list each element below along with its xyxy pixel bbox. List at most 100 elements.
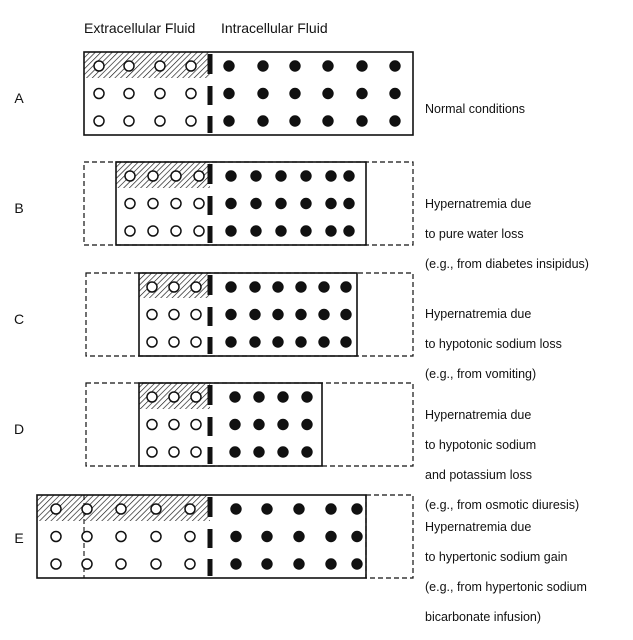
extracellular-particle	[193, 197, 205, 210]
extracellular-particle	[190, 418, 202, 431]
extracellular-particle	[123, 87, 135, 100]
description-line: bicarbonate infusion)	[425, 610, 542, 624]
description-line: to pure water loss	[425, 227, 524, 241]
intracellular-particle	[325, 170, 337, 182]
intracellular-particle	[225, 170, 237, 182]
extracellular-particle	[93, 115, 105, 127]
intracellular-particle	[293, 530, 305, 543]
intracellular-particle	[325, 530, 337, 543]
intracellular-particle	[322, 60, 334, 72]
intracellular-particle	[356, 87, 368, 100]
description-line: (e.g., from vomiting)	[425, 367, 537, 381]
intracellular-particle	[253, 418, 265, 431]
extracellular-particle	[184, 530, 196, 543]
intracellular-particle	[257, 60, 269, 72]
extracellular-particle	[50, 530, 62, 543]
extracellular-particle	[168, 418, 180, 431]
intracellular-particle	[272, 308, 284, 321]
intracellular-particle	[225, 197, 237, 210]
intracellular-particle	[289, 115, 301, 127]
intracellular-particle	[277, 418, 289, 431]
extracellular-particle	[146, 308, 158, 321]
intracellular-particle	[223, 115, 235, 127]
compartment-diagrams	[36, 51, 414, 579]
intracellular-particle	[225, 225, 237, 237]
intracellular-particle	[295, 308, 307, 321]
extracellular-particle	[115, 503, 127, 515]
intracellular-particle	[301, 418, 313, 431]
description-line: Hypernatremia due	[425, 520, 532, 534]
intracellular-particle	[293, 558, 305, 570]
description-line: to hypotonic sodium loss	[425, 337, 562, 351]
intracellular-particle	[230, 503, 242, 515]
extracellular-particle	[93, 87, 105, 100]
intracellular-particle	[295, 281, 307, 293]
intracellular-particle	[301, 446, 313, 458]
description-b: Hypernatremia due to pure water loss (e.…	[425, 182, 589, 287]
intracellular-particle	[250, 197, 262, 210]
intracellular-particle	[318, 308, 330, 321]
extracellular-particle	[170, 225, 182, 237]
extracellular-particle	[146, 418, 158, 431]
extracellular-particle	[124, 197, 136, 210]
extracellular-particle	[168, 308, 180, 321]
intracellular-particle	[225, 308, 237, 321]
description-line: Hypernatremia due	[425, 408, 532, 422]
extracellular-particle	[193, 170, 205, 182]
intracellular-particle	[230, 530, 242, 543]
extracellular-particle	[147, 197, 159, 210]
intracellular-particle	[318, 336, 330, 348]
intracellular-particle	[300, 197, 312, 210]
intracellular-particle	[249, 336, 261, 348]
description-line: to hypotonic sodium	[425, 438, 537, 452]
intracellular-particle	[261, 558, 273, 570]
extracellular-particle	[124, 170, 136, 182]
compartment-box-d	[138, 382, 323, 467]
row-label-d: D	[13, 421, 25, 437]
extracellular-particle	[115, 558, 127, 570]
intracellular-particle	[295, 336, 307, 348]
intracellular-particle	[250, 225, 262, 237]
extracellular-particle	[81, 503, 93, 515]
extracellular-particle	[147, 225, 159, 237]
extracellular-particle	[154, 60, 166, 72]
row-label-b: B	[14, 200, 24, 216]
intracellular-particle	[300, 170, 312, 182]
intracellular-particle	[325, 225, 337, 237]
intracellular-particle	[250, 170, 262, 182]
extracellular-particle	[50, 503, 62, 515]
intracellular-particle	[277, 446, 289, 458]
intracellular-particle	[275, 197, 287, 210]
extracellular-particle	[168, 336, 180, 348]
intracellular-particle	[351, 558, 363, 570]
intracellular-particle	[389, 87, 401, 100]
intracellular-particle	[261, 530, 273, 543]
intracellular-particle	[289, 87, 301, 100]
intracellular-particle	[389, 60, 401, 72]
compartment-box-c	[138, 272, 358, 357]
intracellular-particle	[289, 60, 301, 72]
extracellular-particle	[123, 60, 135, 72]
extracellular-particle	[185, 87, 197, 100]
extracellular-particle	[185, 60, 197, 72]
intracellular-particle	[225, 336, 237, 348]
intracellular-particle	[343, 197, 355, 210]
description-line: (e.g., from diabetes insipidus)	[425, 257, 589, 271]
extracellular-particle	[150, 503, 162, 515]
intracellular-particle	[223, 60, 235, 72]
description-line: Hypernatremia due	[425, 307, 532, 321]
extracellular-particle	[146, 281, 158, 293]
intracellular-particle	[340, 308, 352, 321]
description-line: Hypernatremia due	[425, 197, 532, 211]
description-line: to hypertonic sodium gain	[425, 550, 568, 564]
compartment-box-e	[36, 494, 367, 579]
intracellular-particle	[325, 197, 337, 210]
extracellular-particle	[190, 391, 202, 403]
intracellular-particle	[257, 115, 269, 127]
row-label-e: E	[14, 530, 24, 546]
original-volume-outline-d	[85, 382, 414, 467]
description-c: Hypernatremia due to hypotonic sodium lo…	[425, 292, 562, 397]
intracellular-particle	[301, 391, 313, 403]
row-label-c: C	[13, 311, 25, 327]
intracellular-particle	[351, 530, 363, 543]
